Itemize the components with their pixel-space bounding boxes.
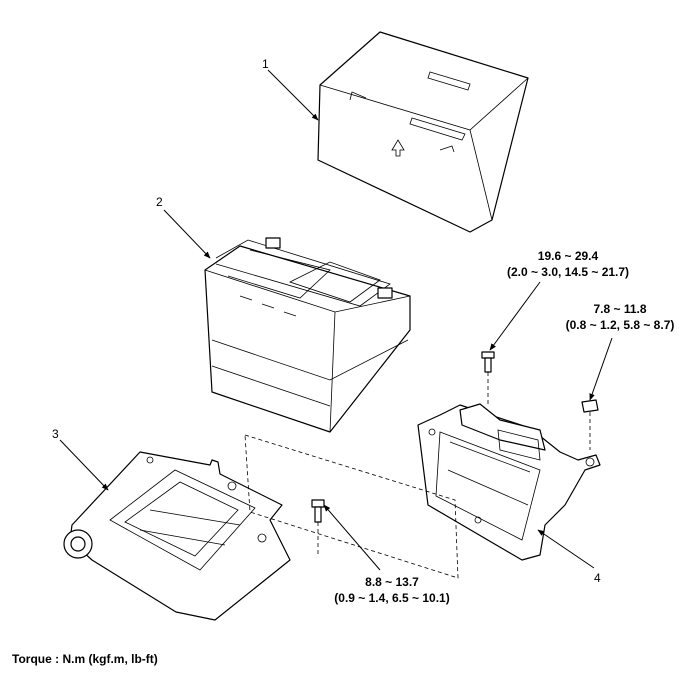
battery-bracket (417, 403, 601, 561)
upper-bracket-bolt (481, 351, 495, 405)
torque-3-metric: 8.8 ~ 13.7 (365, 575, 419, 589)
torque-3-conversions: (0.9 ~ 1.4, 6.5 ~ 10.1) (334, 591, 449, 605)
bracket-nut (581, 399, 599, 450)
torque-2-leader (589, 337, 613, 401)
torque-2-conversions: (0.8 ~ 1.2, 5.8 ~ 8.7) (566, 318, 675, 332)
callout-3-leader (59, 439, 109, 491)
battery-insulation-pad (317, 31, 529, 233)
callout-1: 1 (262, 57, 269, 71)
torque-unit-note: Torque : N.m (kgf.m, lb-ft) (12, 652, 158, 666)
callout-2: 2 (156, 195, 163, 209)
callout-2-leader (163, 209, 211, 259)
torque-2-metric: 7.8 ~ 11.8 (593, 302, 646, 316)
torque-1-metric: 19.6 ~ 29.4 (538, 249, 599, 263)
torque-3-leader (323, 504, 381, 571)
alignment-guide (244, 434, 459, 579)
callout-3: 3 (52, 427, 59, 441)
callout-4-leader (537, 529, 595, 569)
battery-tray (63, 451, 291, 621)
callout-4: 4 (594, 571, 601, 585)
tray-bolt (311, 499, 325, 555)
torque-1-conversions: (2.0 ~ 3.0, 14.5 ~ 21.7) (507, 265, 629, 279)
callout-1-leader (267, 69, 319, 121)
torque-1-leader (489, 281, 541, 351)
battery (204, 237, 411, 433)
